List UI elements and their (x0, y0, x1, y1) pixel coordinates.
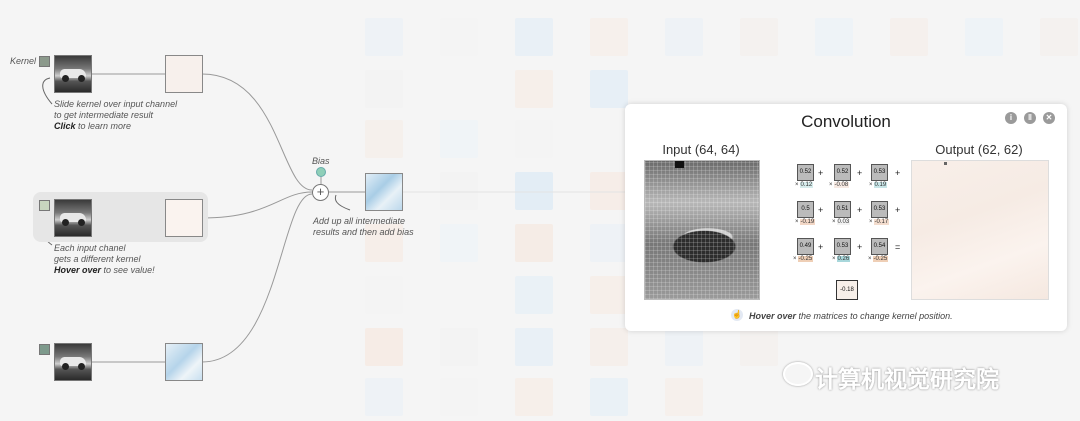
output-position-marker (944, 162, 947, 165)
hover-hint: Hover over the matrices to change kernel… (749, 311, 953, 321)
weight-label: ×0.03 (832, 219, 851, 225)
output-activation[interactable] (365, 173, 403, 211)
panel-title: Convolution (801, 112, 891, 131)
weight-label: ×-0.08 (829, 182, 850, 188)
convolution-panel: Convolution i ‖ ✕ Input (64, 64) 0.52 ×0… (625, 104, 1067, 331)
weight-label: ×-0.19 (795, 219, 816, 225)
close-icon[interactable]: ✕ (1043, 112, 1055, 124)
input-matrix[interactable] (644, 160, 760, 300)
weight-label: ×0.26 (832, 256, 851, 262)
result-value[interactable]: -0.18 (836, 280, 858, 300)
input-channel-3[interactable] (54, 343, 92, 381)
each-channel-note: Each input chanel gets a different kerne… (54, 243, 155, 275)
bias-node[interactable] (316, 167, 326, 177)
input-value[interactable]: 0.53 (871, 201, 888, 218)
plus-icon: + (312, 184, 329, 201)
kernel-chip-2[interactable] (39, 200, 50, 211)
pause-icon[interactable]: ‖ (1024, 112, 1036, 124)
kernel-window (675, 161, 684, 168)
weight-label: ×-0.25 (868, 256, 889, 262)
input-value[interactable]: 0.52 (797, 164, 814, 181)
weight-label: ×0.12 (795, 182, 814, 188)
kernel-chip-3[interactable] (39, 344, 50, 355)
input-value[interactable]: 0.49 (797, 238, 814, 255)
slide-kernel-note: Slide kernel over input channel to get i… (54, 99, 178, 131)
watermark: 计算机视觉研究院 (815, 367, 999, 393)
input-matrix-title: Input (64, 64) (662, 142, 740, 157)
bias-label: Bias (312, 156, 330, 166)
input-value[interactable]: 0.53 (834, 238, 851, 255)
input-channel-1[interactable] (54, 55, 92, 93)
input-value[interactable]: 0.53 (871, 164, 888, 181)
kernel-label: Kernel (10, 56, 37, 66)
input-value[interactable]: 0.52 (834, 164, 851, 181)
intermediate-result-2[interactable] (165, 199, 203, 237)
pointer-hand-icon: ☝ (731, 309, 743, 321)
weight-label: ×0.19 (869, 182, 888, 188)
add-bias-note: Add up all intermediate results and then… (313, 216, 414, 237)
input-value[interactable]: 0.5 (797, 201, 814, 218)
weight-label: ×-0.17 (869, 219, 890, 225)
input-channel-2[interactable] (54, 199, 92, 237)
output-matrix-title: Output (62, 62) (935, 142, 1023, 157)
input-value[interactable]: 0.54 (871, 238, 888, 255)
weight-label: ×-0.25 (793, 256, 814, 262)
intermediate-result-1[interactable] (165, 55, 203, 93)
input-value[interactable]: 0.51 (834, 201, 851, 218)
info-icon[interactable]: i (1005, 112, 1017, 124)
wechat-icon (783, 362, 813, 386)
output-matrix[interactable] (911, 160, 1049, 300)
intermediate-result-3[interactable] (165, 343, 203, 381)
kernel-chip-1[interactable] (39, 56, 50, 67)
